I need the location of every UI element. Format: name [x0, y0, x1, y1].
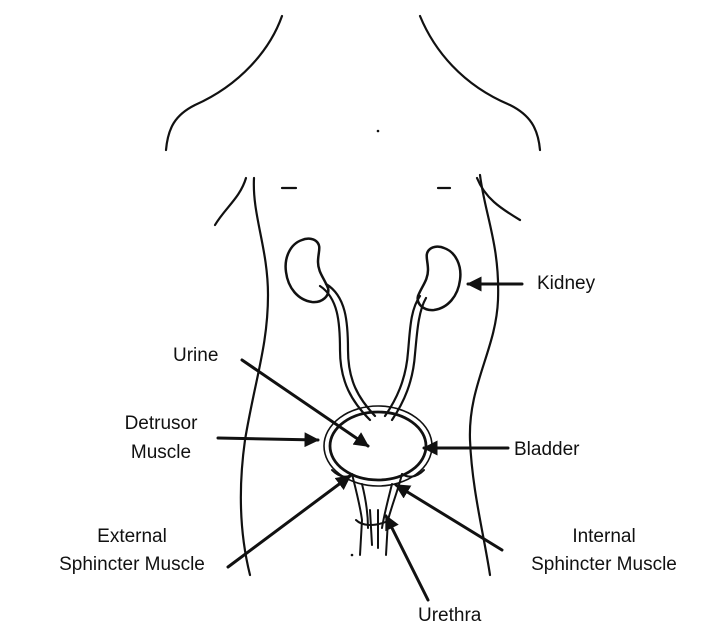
internal-sphincter-arrow [396, 485, 502, 550]
label-internal-line1: Internal [506, 525, 702, 548]
label-urethra: Urethra [418, 604, 481, 627]
label-external-line1: External [48, 525, 216, 548]
external-sphincter-arrow [228, 476, 350, 567]
label-detrusor-line2: Muscle [100, 441, 222, 464]
kidney-left-shape [286, 239, 329, 302]
label-bladder: Bladder [514, 438, 580, 461]
label-urine: Urine [173, 344, 218, 367]
torso-outline [166, 16, 540, 575]
urine-arrow [242, 360, 368, 446]
neck-left [166, 16, 282, 150]
torso-right [470, 175, 498, 575]
arm-left [215, 178, 246, 225]
dot-mark [351, 554, 354, 557]
label-internal-line2: Sphincter Muscle [506, 553, 702, 576]
neck-right [420, 16, 540, 150]
label-external-sphincter: External Sphincter Muscle [48, 525, 216, 576]
dot-mark [377, 130, 380, 133]
bladder-shape [330, 412, 426, 480]
ureters [320, 284, 426, 420]
bladder-wall [324, 406, 432, 486]
label-external-line2: Sphincter Muscle [48, 553, 216, 576]
urethra-structure [332, 470, 424, 555]
pointer-arrows [218, 284, 522, 600]
label-kidney: Kidney [537, 272, 595, 295]
label-detrusor-muscle: Detrusor Muscle [100, 412, 222, 464]
label-internal-sphincter: Internal Sphincter Muscle [506, 525, 702, 576]
label-detrusor-line1: Detrusor [100, 412, 222, 435]
urethra-arrow [386, 516, 428, 600]
detrusor-arrow [218, 438, 318, 440]
